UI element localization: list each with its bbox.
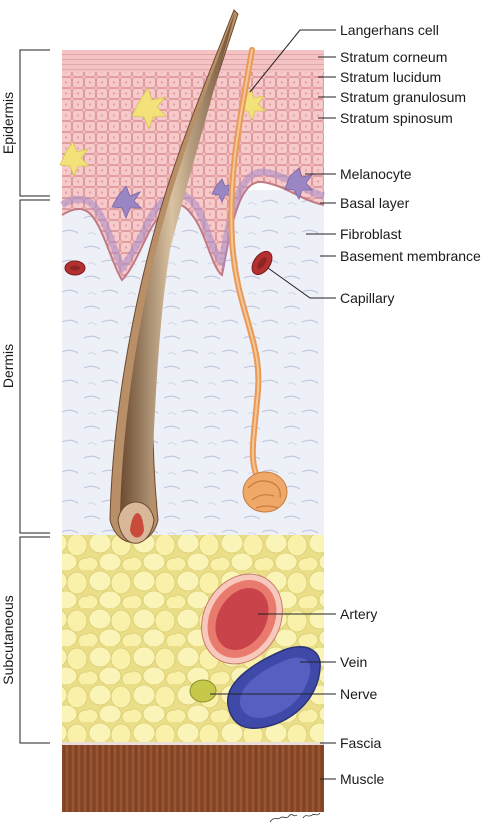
melanocyte-cell [284,167,313,200]
subcutaneous-bracket [19,536,50,744]
hair-papilla [130,513,144,538]
label-melanocyte: Melanocyte [340,166,412,182]
label-stratum-lucidum: Stratum lucidum [340,69,441,85]
label-basal-layer: Basal layer [340,195,410,211]
muscle-layer [62,745,324,812]
dermis-bracket [19,199,50,534]
vein-lumen [239,657,311,718]
langerhans-cell [131,87,167,131]
capillary [70,265,80,271]
vessels [189,573,321,729]
structure-labels: Langerhans cell Stratum corneum Stratum … [340,22,481,787]
artery-lumen [215,588,269,650]
region-label-dermis: Dermis [0,344,16,388]
label-vein: Vein [340,654,367,670]
melanocyte-cell [111,185,142,220]
label-capillary: Capillary [340,290,394,306]
capillaries [64,250,273,276]
nerve [189,679,217,703]
langerhans-cells [59,87,266,178]
label-artery: Artery [340,606,377,622]
melanocytes [111,167,313,220]
artist-signature [269,812,321,823]
hair-shaft [120,12,235,515]
langerhans-cell [238,88,266,122]
label-fascia: Fascia [340,735,381,751]
label-langerhans-cell: Langerhans cell [340,22,439,38]
sweat-gland-coil [242,471,288,513]
leader-lines [210,29,336,780]
leader-langerhans [249,29,336,93]
hair-follicle [109,9,239,544]
sweat-duct-inner [230,49,260,479]
capillary [257,257,267,269]
label-stratum-spinosum: Stratum spinosum [340,110,453,126]
region-label-epidermis: Epidermis [0,92,16,154]
label-stratum-corneum: Stratum corneum [340,49,447,65]
region-brackets: Epidermis Dermis Subcutaneous [0,49,50,744]
stratum-corneum-band [62,50,324,72]
label-basement-membrane: Basement membrance [340,248,481,264]
epidermis-bracket [19,49,50,197]
langerhans-cell [59,141,90,178]
label-nerve: Nerve [340,686,378,702]
region-label-subcutaneous: Subcutaneous [0,595,16,685]
sweat-gland [228,47,288,513]
label-stratum-granulosum: Stratum granulosum [340,89,466,105]
fascia-layer [62,742,324,745]
label-fibroblast: Fibroblast [340,226,402,242]
label-muscle: Muscle [340,771,385,787]
skin-layers [59,50,326,812]
leader-capillary [267,267,336,299]
